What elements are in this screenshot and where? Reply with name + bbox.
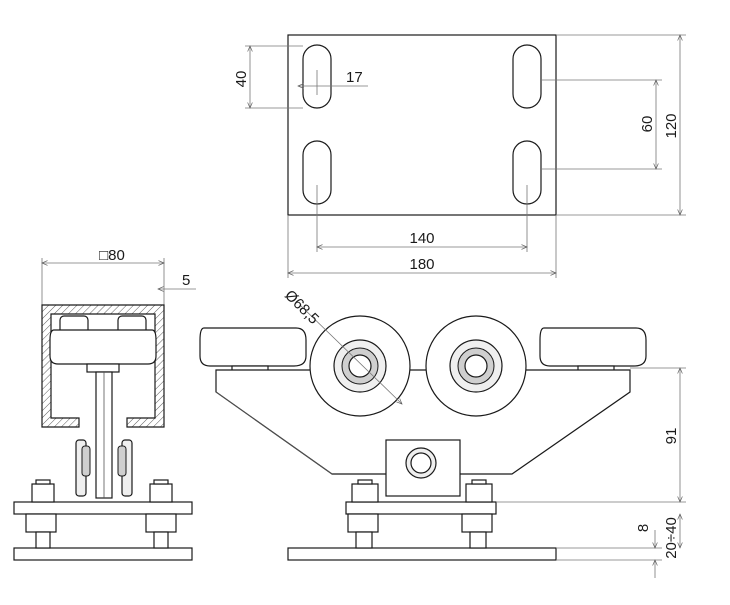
outer-roller-left [199,327,307,367]
mounting-plate-outline [287,34,557,216]
dim-slot-length: 40 [233,71,250,88]
slot-top-left [302,44,332,109]
rail-profile-section [41,304,165,428]
outer-roller-right [539,327,647,367]
top-plate-view: 40 17 60 120 140 180 [233,35,686,278]
side-section-view: □80 5 [13,247,196,561]
roller-section [49,329,157,365]
dim-plate-height: 120 [663,113,680,138]
dim-height-to-plate: 91 [663,428,680,445]
front-trolley-view: Ø68,5 91 8 20÷40 [199,287,686,578]
dim-plate-width: 180 [409,256,434,273]
dim-profile-size: □80 [99,247,125,264]
dim-plate-thickness: 8 [635,524,652,532]
front-upper-plate [345,501,497,515]
dim-slot-width: 17 [346,69,363,86]
dim-wall-thickness: 5 [182,272,190,289]
dim-adjustment-range: 20÷40 [663,517,680,559]
side-upper-plate [13,501,193,515]
dim-hole-spacing-horizontal: 140 [409,230,434,247]
dim-wheel-diameter: Ø68,5 [281,287,322,328]
side-lower-plate [13,547,193,561]
dim-hole-spacing-vertical: 60 [639,116,656,133]
slot-top-right [512,44,542,109]
front-lower-plate [287,547,557,561]
